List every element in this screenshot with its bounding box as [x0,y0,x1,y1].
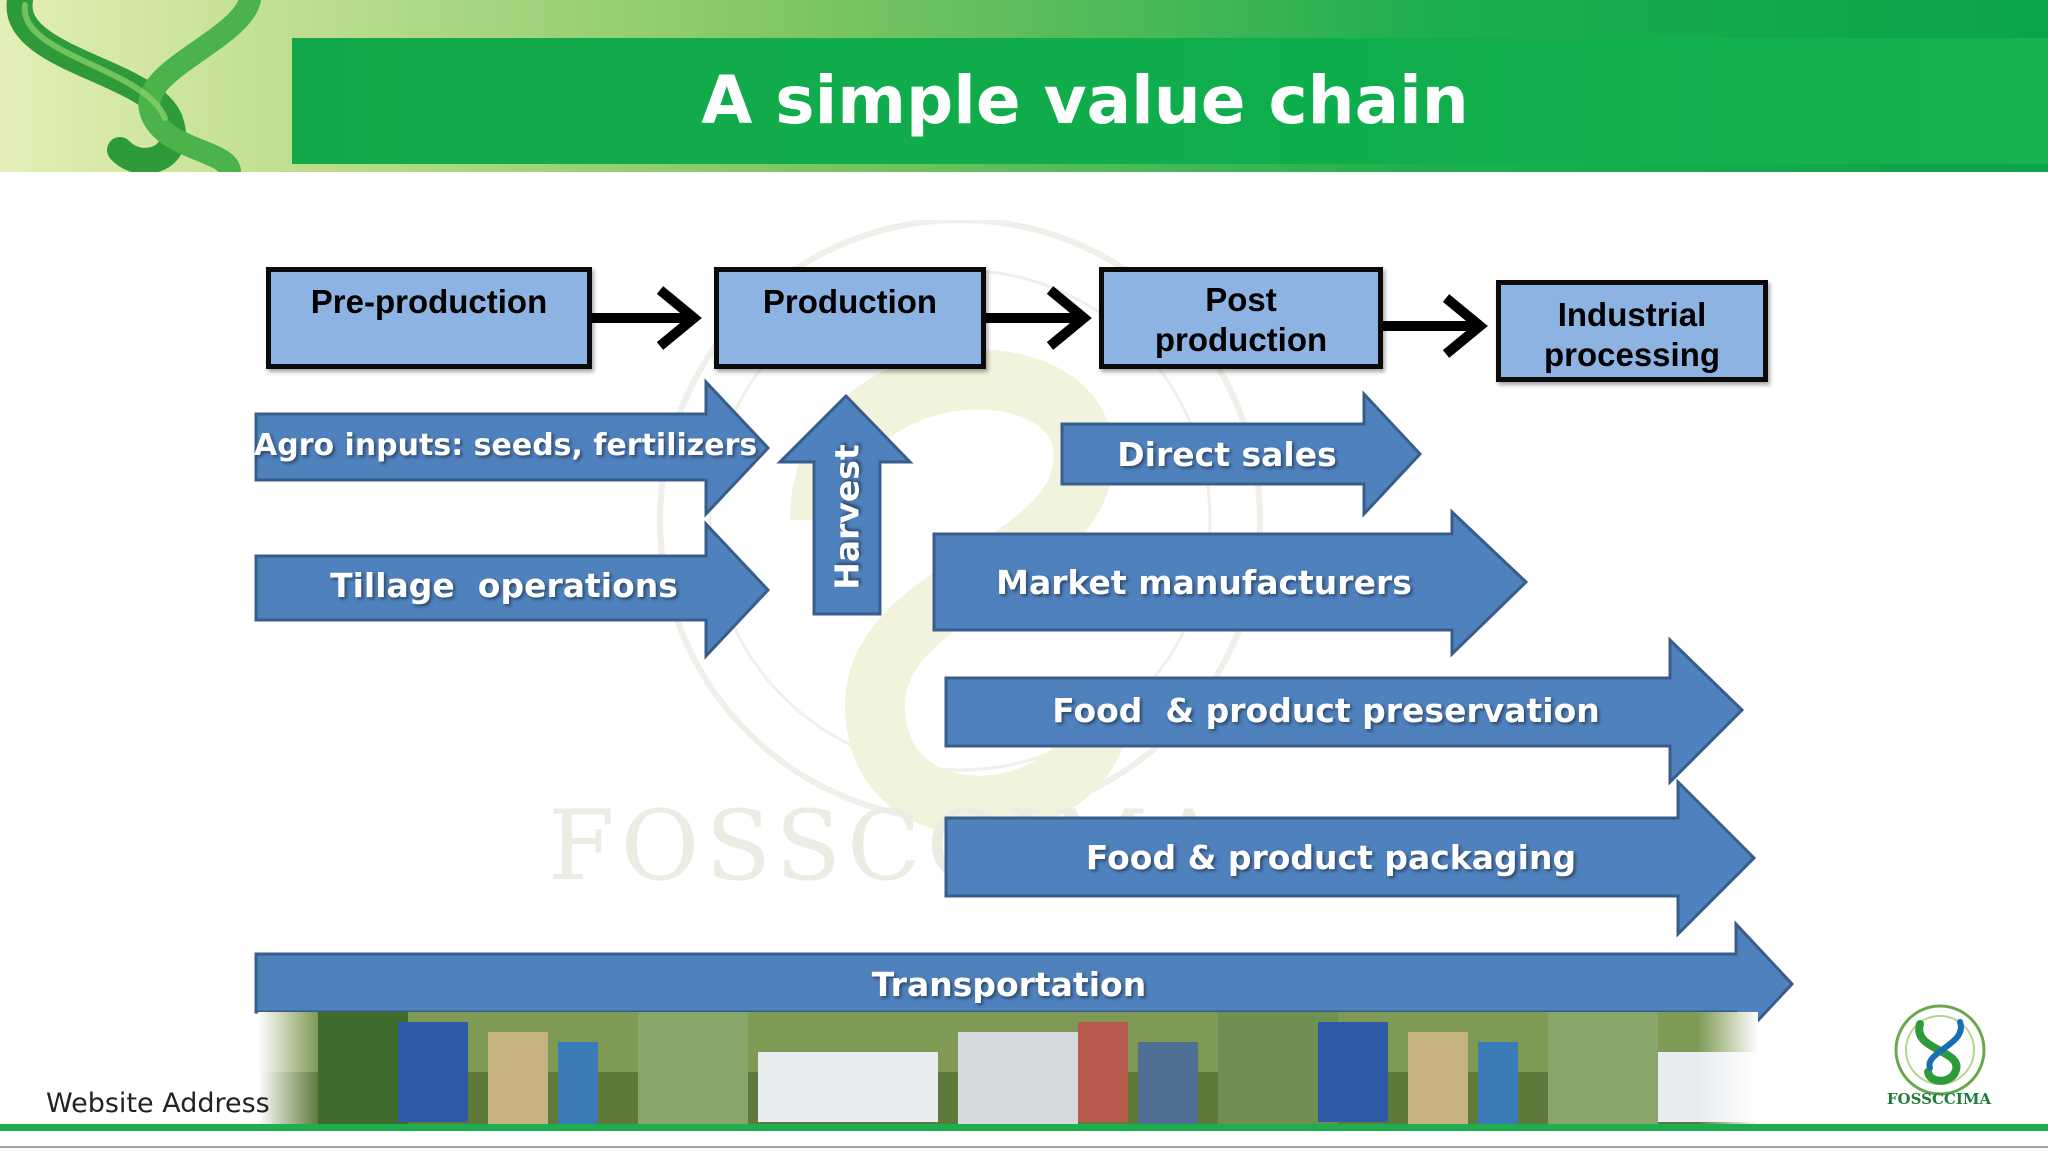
footer-green-line [0,1124,2048,1131]
connector-arrow-2-icon [986,286,1092,350]
packaging-arrow-icon [944,778,1757,938]
tillage-arrow-icon [254,520,771,660]
header-swirl-logo-icon [6,0,261,172]
tillage-label: Tillage operations [330,566,678,605]
harvest-arrow-icon [776,393,914,616]
harvest-label: Harvest [827,444,867,590]
preservation-label: Food & product preservation [1052,691,1600,730]
fossccima-logo-icon [1894,1004,1986,1096]
direct-sales-arrow-icon [1060,390,1423,518]
agro-inputs-label: Agro inputs: seeds, fertilizers [254,428,758,463]
footer-photo-strip [258,1012,1758,1130]
market-manufacturers-arrow-icon [932,508,1529,658]
packaging-label: Food & product packaging [1085,838,1577,877]
slide-title: A simple value chain [701,62,1469,139]
direct-sales-label: Direct sales [1117,435,1337,474]
footer-divider [0,1146,2048,1148]
website-address: Website Address [46,1088,270,1119]
stage-industrial-processing: Industrial processing [1496,280,1768,382]
flow-connectors [592,286,1488,358]
transportation-label: Transportation [871,965,1147,1004]
connector-arrow-1-icon [592,286,702,350]
title-bar [292,38,2048,164]
stage-pre-production: Pre-production [266,267,592,369]
stage-post-production: Post production [1099,267,1383,369]
preservation-arrow-icon [944,636,1745,786]
agro-inputs-arrow-icon [254,378,771,518]
footer-logo-text: FOSSCCIMA [1886,1090,1992,1108]
stage-production: Production [714,267,986,369]
connector-arrow-3-icon [1383,294,1488,358]
market-manufacturers-label: Market manufacturers [996,563,1412,602]
